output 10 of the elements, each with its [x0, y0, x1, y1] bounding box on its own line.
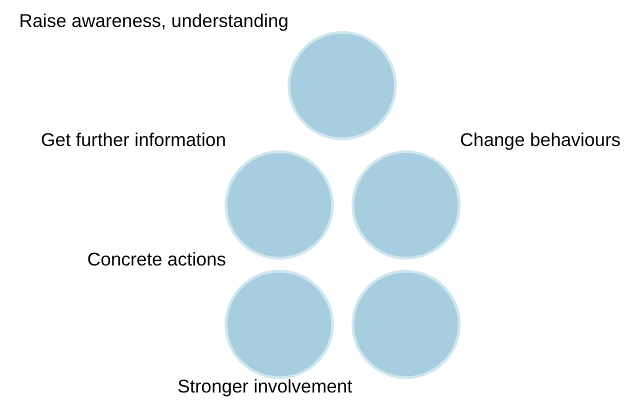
node-label: Get further information — [40, 129, 226, 150]
node-label: Raise awareness, understanding — [18, 10, 288, 31]
node-circle — [224, 270, 334, 380]
node-circle — [350, 270, 460, 380]
node-circle — [224, 150, 334, 260]
node-label: Change behaviours — [460, 129, 620, 150]
node-label: Stronger involvement — [177, 375, 352, 396]
node-circle — [350, 150, 460, 260]
node-circle — [287, 30, 396, 140]
node-label: Concrete actions — [86, 248, 226, 270]
